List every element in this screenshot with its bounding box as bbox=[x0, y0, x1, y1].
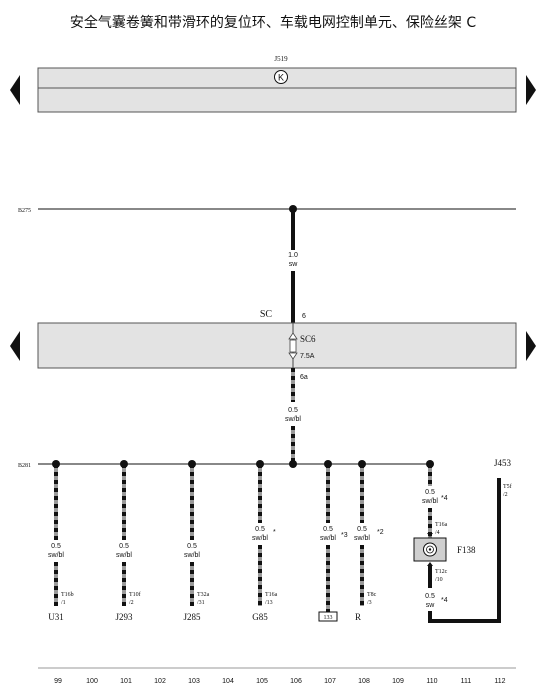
fuse-pin-out: 6a bbox=[300, 374, 308, 381]
f138-to-j453-wire bbox=[428, 478, 501, 623]
f138-out-arrow-icon bbox=[427, 562, 433, 566]
branch-105-pin: /13 bbox=[265, 600, 273, 606]
branch-110-pin: /4 bbox=[435, 530, 440, 536]
right-continue-arrow-icon-2[interactable] bbox=[526, 331, 536, 361]
f138-lower-gauge: 0.5 bbox=[425, 593, 435, 600]
branch-107-gauge: 0.5 bbox=[323, 526, 333, 533]
branch-105-target: G85 bbox=[252, 612, 268, 622]
branch-105-note: * bbox=[273, 529, 276, 536]
f138-lower-wire: T12c /10 0.5 sw *4 bbox=[425, 478, 501, 623]
branch-108-target: R bbox=[355, 612, 361, 622]
left-continue-arrow-icon[interactable] bbox=[10, 75, 20, 105]
sc-band: SC 6 SC6 7.5A 6a bbox=[10, 309, 536, 381]
grid-number-112: 112 bbox=[494, 678, 505, 685]
feed-top-gauge: 1.0 bbox=[288, 252, 298, 259]
branch-101-pin: /2 bbox=[129, 600, 134, 606]
branch-105-color: sw/bl bbox=[252, 535, 268, 542]
f138-lower-connector: T12c bbox=[435, 569, 448, 575]
branch-99-pin: /1 bbox=[61, 600, 66, 606]
fuse-rating: 7.5A bbox=[300, 353, 315, 360]
branch-105-gauge: 0.5 bbox=[255, 526, 265, 533]
branch-110-note: *4 bbox=[441, 495, 448, 502]
f138-label: F138 bbox=[457, 545, 476, 555]
j519-label: J519 bbox=[274, 55, 288, 63]
fuse-name: SC6 bbox=[300, 334, 316, 344]
left-continue-arrow-icon-2[interactable] bbox=[10, 331, 20, 361]
branch-108-gauge: 0.5 bbox=[357, 526, 367, 533]
grid-number-109: 109 bbox=[392, 678, 404, 685]
f138-in-arrow-icon bbox=[427, 533, 433, 537]
branch-107-note: *3 bbox=[341, 532, 348, 539]
branch-108-note: *2 bbox=[377, 529, 384, 536]
f138-lower-color: sw bbox=[426, 602, 436, 609]
fuse-pin-in: 6 bbox=[302, 313, 306, 320]
grid-number-100: 100 bbox=[86, 678, 98, 685]
j453-label: J453 bbox=[494, 458, 512, 468]
branch-99-target: U31 bbox=[48, 612, 64, 622]
f138-lower-note: *4 bbox=[441, 597, 448, 604]
branch-103-target: J285 bbox=[183, 612, 201, 622]
branch-101-gauge: 0.5 bbox=[119, 543, 129, 550]
grid-number-105: 105 bbox=[256, 678, 268, 685]
j453-connector: T5f bbox=[503, 483, 512, 490]
branch-103-gauge: 0.5 bbox=[187, 543, 197, 550]
f138-clock-spring: F138 bbox=[413, 533, 476, 566]
branch-wire-110: 0.5 sw/bl *4 T16a /4 bbox=[422, 460, 448, 538]
diagram-title: 安全气囊卷簧和带滑环的复位环、车载电网控制单元、保险丝架 C bbox=[70, 14, 476, 31]
branch-105-connector: T16a bbox=[265, 592, 278, 598]
branch-101-target: J293 bbox=[115, 612, 133, 622]
grid-number-102: 102 bbox=[154, 678, 166, 685]
branch-99-color: sw/bl bbox=[48, 552, 64, 559]
branch-101-connector: T10f bbox=[129, 591, 141, 598]
sc-label: SC bbox=[260, 309, 273, 320]
branch-110-color: sw/bl bbox=[422, 498, 438, 505]
grid-number-111: 111 bbox=[461, 678, 472, 685]
grid-number-101: 101 bbox=[120, 678, 132, 685]
control-unit-symbol-label: K bbox=[278, 73, 284, 83]
branch-110-gauge: 0.5 bbox=[425, 489, 435, 496]
grid-number-110: 110 bbox=[426, 678, 437, 685]
bus-b275-label: B275 bbox=[18, 208, 31, 214]
grid-number-108: 108 bbox=[358, 678, 370, 685]
branch-107-color: sw/bl bbox=[320, 535, 336, 542]
control-unit-symbol-icon: K bbox=[274, 70, 288, 84]
branch-108-connector: T8c bbox=[367, 592, 377, 598]
branch-107-target: 133 bbox=[324, 615, 333, 621]
branch-99-connector: T16b bbox=[61, 592, 74, 598]
branch-wire-99: 0.5 sw/bl T16b /1 U31 bbox=[48, 460, 74, 622]
grid-number-99: 99 bbox=[54, 678, 62, 685]
bus-b281-label: B281 bbox=[18, 463, 31, 469]
branch-wire-105: 0.5 sw/bl * T16a /13 G85 bbox=[252, 460, 278, 622]
ground-point-133-box bbox=[318, 611, 338, 622]
branch-103-color: sw/bl bbox=[184, 552, 200, 559]
feed-bottom-gauge: 0.5 bbox=[288, 407, 298, 414]
fuse-sc6-icon bbox=[288, 323, 298, 368]
branch-wire-103: 0.5 sw/bl T32a /31 J285 bbox=[183, 460, 210, 622]
right-continue-arrow-icon[interactable] bbox=[526, 75, 536, 105]
grid-number-106: 106 bbox=[290, 678, 302, 685]
branch-110-connector: T16a bbox=[435, 522, 448, 528]
grid-number-103: 103 bbox=[188, 678, 200, 685]
f138-lower-pin: /10 bbox=[435, 577, 443, 583]
branch-108-color: sw/bl bbox=[354, 535, 370, 542]
branch-101-color: sw/bl bbox=[116, 552, 132, 559]
branch-108-pin: /3 bbox=[367, 600, 372, 606]
clock-spring-icon bbox=[423, 542, 437, 557]
grid-number-107: 107 bbox=[324, 678, 336, 685]
branch-103-pin: /31 bbox=[197, 600, 205, 606]
branch-wire-101: 0.5 sw/bl T10f /2 J293 bbox=[115, 460, 141, 622]
branch-103-connector: T32a bbox=[197, 592, 210, 598]
sc-housing bbox=[37, 322, 517, 369]
branch-99-gauge: 0.5 bbox=[51, 543, 61, 550]
grid-numbers: 99 100 101 102 103 104 105 106 107 108 109 110 111 11… bbox=[54, 678, 506, 685]
feed-bottom-color: sw/bl bbox=[285, 416, 301, 423]
feed-top-color: sw bbox=[289, 261, 299, 268]
j453-pin: /2 bbox=[503, 492, 508, 498]
grid-number-104: 104 bbox=[222, 678, 234, 685]
branch-wire-107: 0.5 sw/bl *3 133 bbox=[318, 460, 348, 622]
bus-b281-feed-node bbox=[289, 460, 297, 468]
branch-wire-108: 0.5 sw/bl *2 T8c /3 R bbox=[354, 460, 384, 622]
j519-band: J519 K bbox=[10, 55, 536, 113]
